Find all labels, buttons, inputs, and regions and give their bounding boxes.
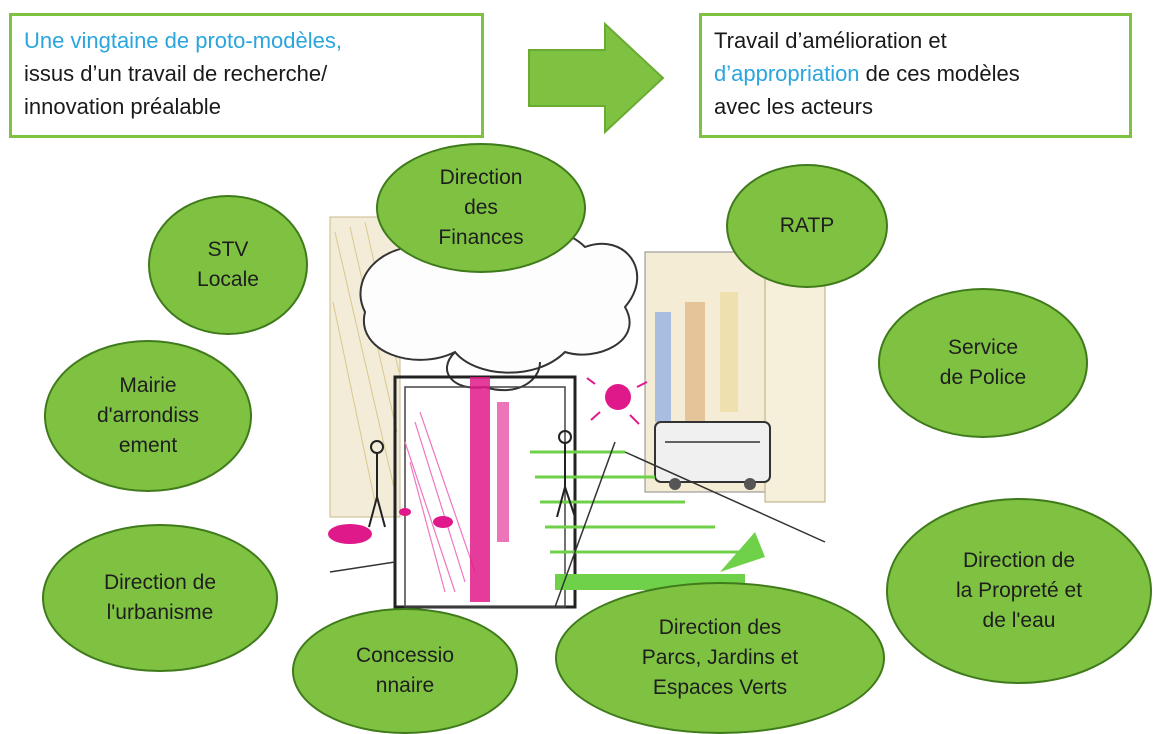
actor-label: des [464, 196, 498, 219]
actor-label: nnaire [375, 674, 435, 697]
actor-label: Service [947, 336, 1019, 359]
right-arrow-icon [528, 22, 665, 134]
actor-label: Direction de [962, 549, 1076, 572]
actor-label: Mairie [119, 374, 177, 397]
appropriation-line-1: Travail d’amélioration et [714, 28, 947, 53]
actor-label: Direction des [658, 616, 782, 639]
actor-direction-finances: Direction des Finances [376, 143, 586, 273]
actor-label: RATP [779, 214, 835, 237]
proto-models-line-3: innovation préalable [24, 94, 221, 119]
actor-label: la Propreté et [955, 579, 1083, 602]
appropriation-line-2-rest: de ces modèles [859, 61, 1020, 86]
actor-ratp: RATP [726, 164, 888, 288]
actor-mairie-arrondissement: Mairie d'arrondiss ement [44, 340, 252, 492]
appropriation-line-3: avec les acteurs [714, 94, 873, 119]
proto-models-box: Une vingtaine de proto-modèles, issus d’… [9, 13, 484, 138]
actor-label: d'arrondiss [96, 404, 200, 427]
actor-label: Direction de [103, 571, 217, 594]
actor-direction-urbanisme: Direction de l'urbanisme [42, 524, 278, 672]
proto-models-line-1: Une vingtaine de proto-modèles, [24, 28, 342, 53]
actor-stv-locale: STV Locale [148, 195, 308, 335]
actor-service-police: Service de Police [878, 288, 1088, 438]
actor-label: STV [207, 238, 249, 261]
appropriation-box: Travail d’amélioration et d’appropriatio… [699, 13, 1132, 138]
actor-label: Espaces Verts [652, 676, 788, 699]
actor-label: Locale [197, 268, 259, 291]
actor-label: Direction [439, 166, 523, 189]
actor-label: Finances [438, 226, 524, 249]
actor-concessionnaire: Concessio nnaire [292, 608, 518, 734]
actor-label: l'urbanisme [106, 601, 214, 624]
actor-label: ement [118, 434, 178, 457]
actor-label: de l'eau [982, 609, 1056, 632]
appropriation-line-2: d’appropriation de ces modèles [714, 57, 1117, 90]
proto-models-line-2: issus d’un travail de recherche/ [24, 61, 328, 86]
actor-label: Concessio [355, 644, 455, 667]
actor-label: de Police [939, 366, 1027, 389]
actor-label: Parcs, Jardins et [641, 646, 799, 669]
actor-direction-proprete: Direction de la Propreté et de l'eau [886, 498, 1152, 684]
appropriation-highlight: d’appropriation [714, 61, 860, 86]
actor-direction-parcs: Direction des Parcs, Jardins et Espaces … [555, 582, 885, 734]
